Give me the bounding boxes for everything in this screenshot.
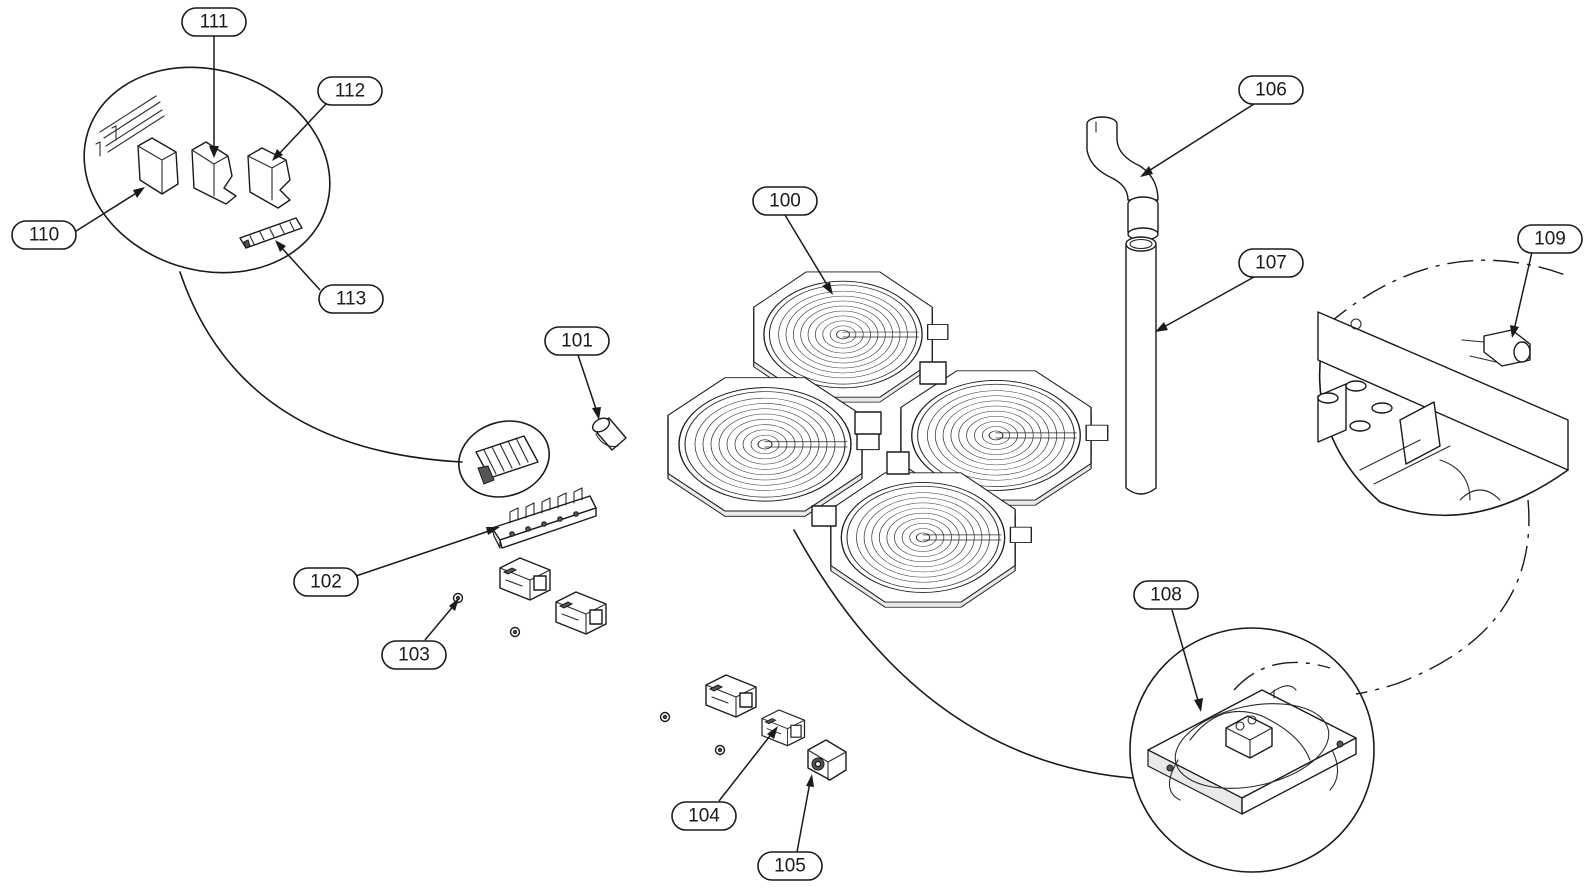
screw bbox=[452, 592, 726, 756]
energy-regulator bbox=[499, 557, 806, 747]
jumper-rows bbox=[95, 95, 165, 157]
terminal-strip bbox=[491, 487, 597, 549]
terminal-detail-view bbox=[83, 66, 331, 274]
callout-104: 104 bbox=[671, 801, 737, 831]
fan-housing-internal bbox=[1317, 380, 1501, 501]
callout-label: 101 bbox=[561, 331, 593, 352]
callout-label: 107 bbox=[1255, 253, 1287, 274]
callout-label: 103 bbox=[398, 645, 430, 666]
callout-label: 112 bbox=[335, 81, 365, 102]
callout-103: 103 bbox=[381, 640, 447, 670]
hob-plate-assembly bbox=[668, 272, 1108, 607]
knob bbox=[591, 417, 627, 451]
callout-label: 113 bbox=[336, 289, 366, 310]
terminal-block-cluster bbox=[457, 420, 551, 498]
callout-111: 111 bbox=[181, 7, 247, 37]
callout-112: 112 bbox=[317, 76, 383, 106]
cooling-fan-detail bbox=[1129, 627, 1375, 873]
callout-label: 110 bbox=[29, 225, 59, 246]
callout-label: 105 bbox=[774, 856, 806, 877]
assembly-link-line bbox=[793, 529, 1133, 779]
connector-block bbox=[811, 505, 837, 527]
callout-label: 104 bbox=[688, 806, 720, 827]
callout-113: 113 bbox=[318, 284, 384, 314]
connector-block bbox=[854, 411, 882, 435]
exhaust-elbow bbox=[1086, 116, 1159, 241]
callout-105: 105 bbox=[757, 851, 823, 881]
detail-link-line bbox=[179, 271, 463, 463]
connector-block bbox=[886, 451, 910, 475]
callout-108: 108 bbox=[1133, 580, 1199, 610]
callout-label: 100 bbox=[769, 191, 801, 212]
callout-101: 101 bbox=[544, 326, 610, 356]
capacitor-detail bbox=[1317, 259, 1569, 695]
fan-capacitor bbox=[1461, 329, 1531, 367]
callout-110: 110 bbox=[11, 220, 77, 250]
leader-lines bbox=[72, 36, 1533, 853]
callout-label: 111 bbox=[200, 12, 229, 33]
callout-107: 107 bbox=[1238, 248, 1304, 278]
callout-label: 109 bbox=[1534, 229, 1566, 250]
exhaust-pipe bbox=[1125, 236, 1157, 495]
callout-label: 102 bbox=[310, 572, 342, 593]
callout-100: 100 bbox=[752, 186, 818, 216]
callout-106: 106 bbox=[1238, 75, 1304, 105]
callout-102: 102 bbox=[293, 567, 359, 597]
callout-label: 106 bbox=[1255, 80, 1287, 101]
jumper-bridge bbox=[239, 217, 303, 249]
callout-109: 109 bbox=[1517, 224, 1583, 254]
callout-label: 108 bbox=[1150, 585, 1182, 606]
terminal-end-cap bbox=[137, 137, 179, 195]
connector-block bbox=[919, 361, 947, 385]
terminal-block-alt bbox=[247, 147, 291, 209]
switch bbox=[807, 739, 847, 781]
